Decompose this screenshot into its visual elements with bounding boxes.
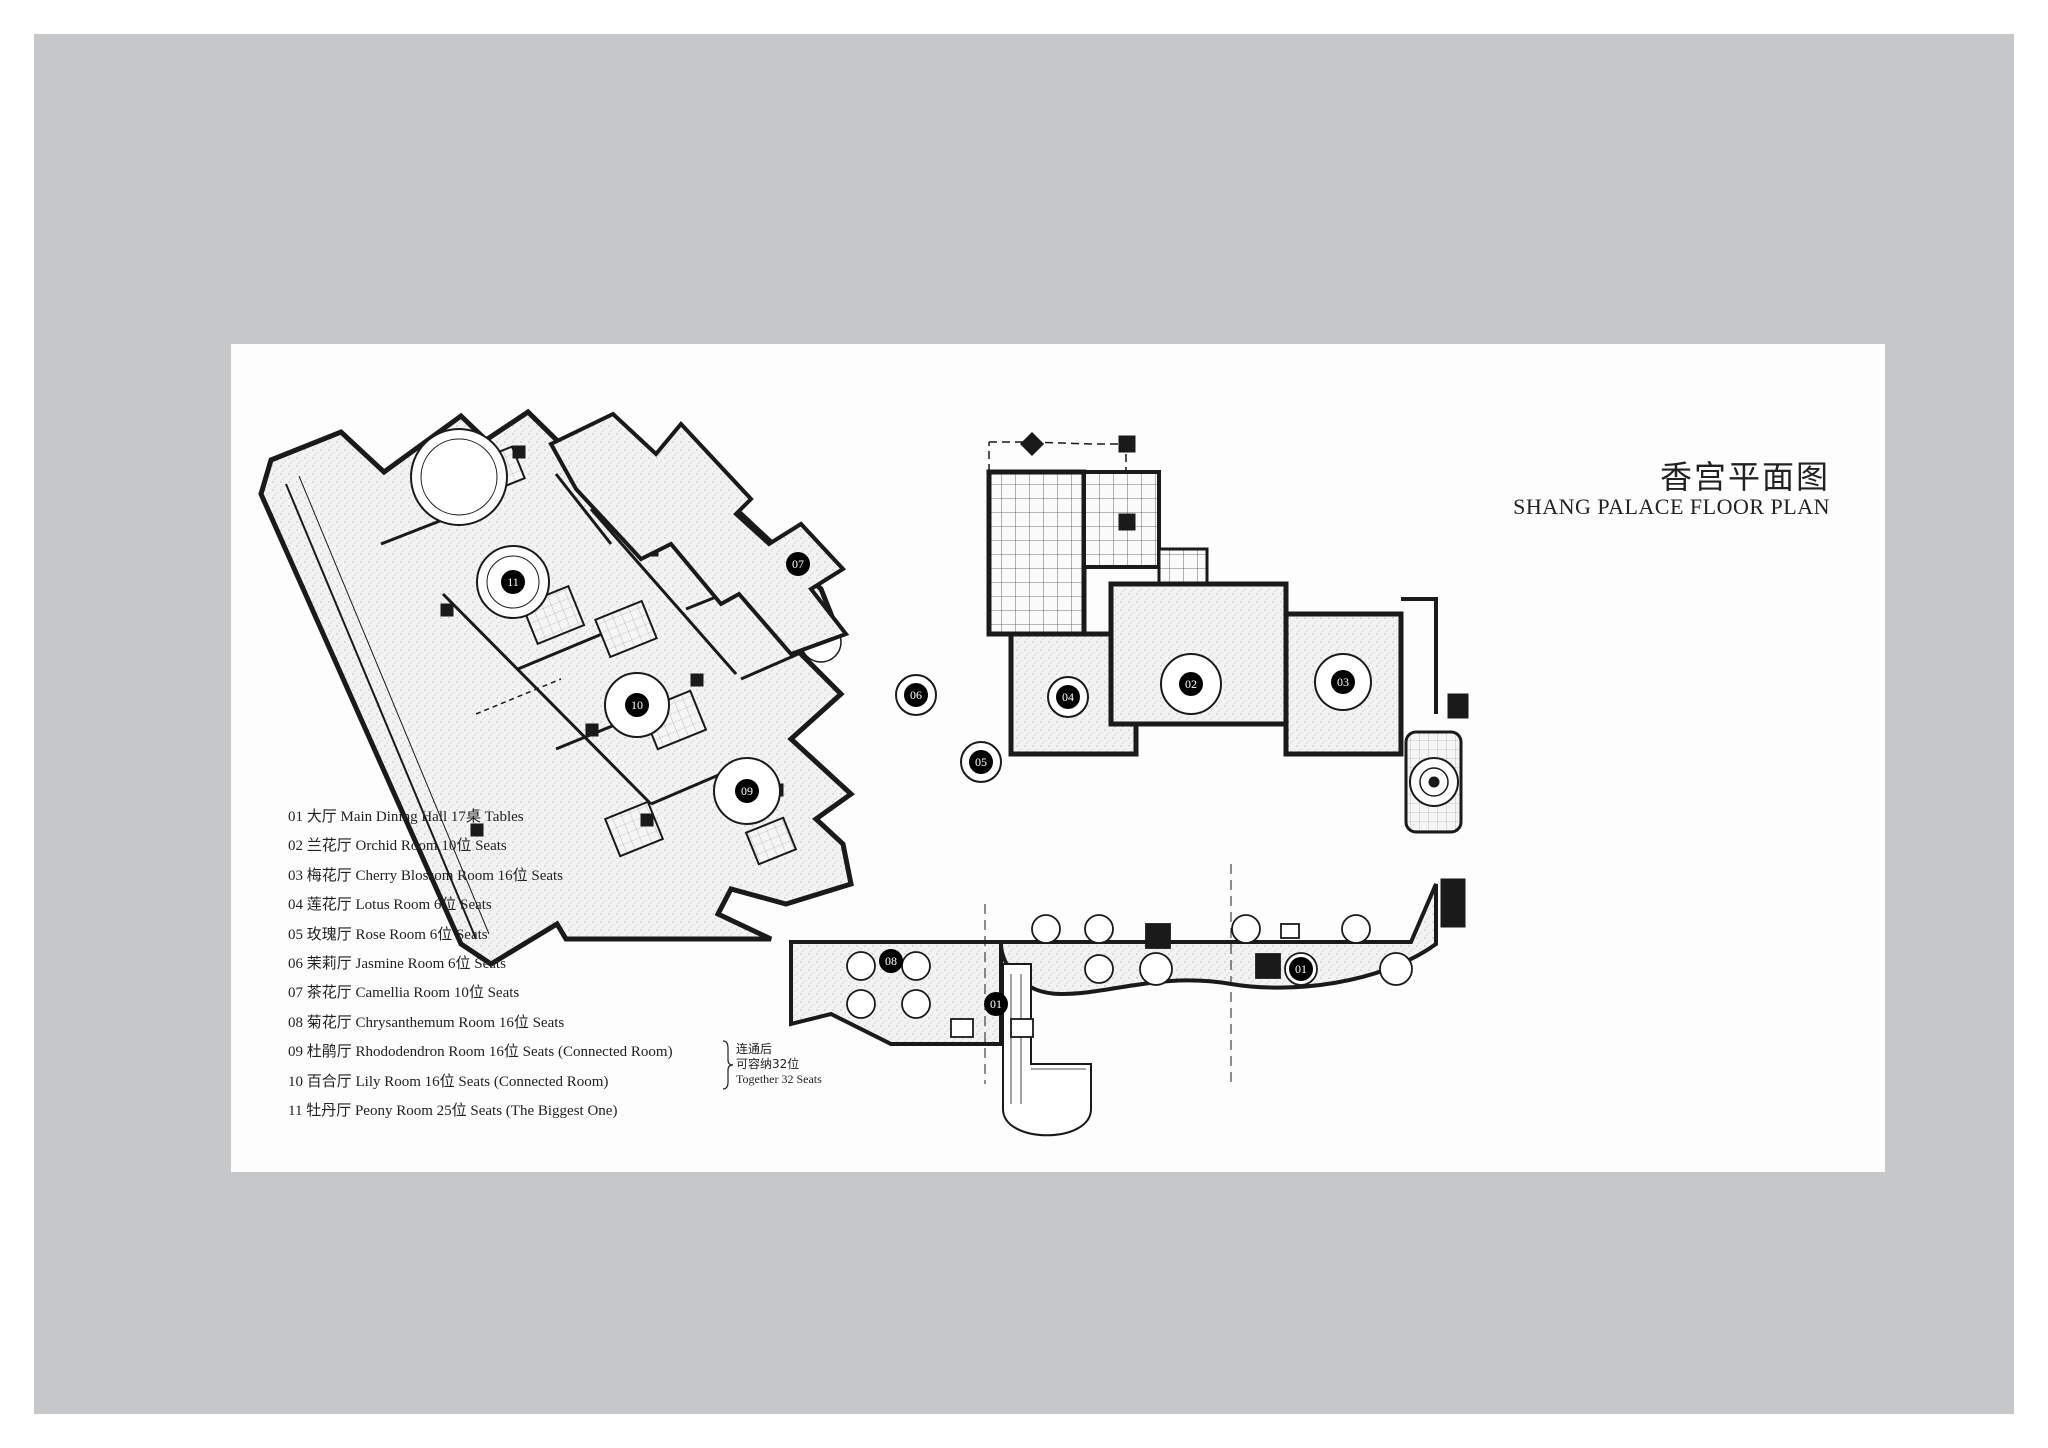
- floor-plan-sheet: 11 10 09 08 07 06 05 04 03 02 01 01 香宫平面图 SHANG PAL…: [231, 344, 1885, 1172]
- room-marker-disc: [904, 683, 928, 707]
- room-marker-10: 10: [625, 693, 649, 717]
- legend-item: 07 茶花厅 Camellia Room 10位 Seats: [288, 983, 520, 1002]
- connected-note-line2: 可容纳32位: [736, 1057, 800, 1071]
- connected-note-line1: 连通后: [736, 1042, 773, 1056]
- gray-frame: 11 10 09 08 07 06 05 04 03 02 01 01 香宫平面图 SHANG PAL…: [34, 34, 2014, 1414]
- room-markers: 11 10 09 08 07 06 05 04 03 02 01 01: [501, 552, 1355, 1016]
- room-legend: 01 大厅 Main Dining Hall 17桌 Tables 02 兰花厅…: [288, 802, 673, 1125]
- room-marker-disc: [625, 693, 649, 717]
- room-marker-disc: [984, 992, 1008, 1016]
- room-marker-disc: [969, 750, 993, 774]
- room-marker-disc: [1179, 672, 1203, 696]
- room-marker-disc: [501, 570, 525, 594]
- legend-item: 05 玫瑰厅 Rose Room 6位 Seats: [288, 924, 488, 943]
- legend-item: 08 菊花厅 Chrysanthemum Room 16位 Seats: [288, 1012, 565, 1031]
- north-rooms: [1008, 581, 1469, 928]
- room-marker-label: 09: [741, 784, 753, 798]
- room-marker-03: 03: [1331, 670, 1355, 694]
- room-marker-disc: [1056, 685, 1080, 709]
- legend-item: 02 兰花厅 Orchid Room 10位 Seats: [288, 836, 507, 855]
- legend-item: 03 梅花厅 Cherry Blossom Room 16位 Seats: [288, 865, 564, 884]
- room-marker-02: 02: [1179, 672, 1203, 696]
- room-marker-label: 07: [792, 557, 804, 571]
- room-marker-disc: [786, 552, 810, 576]
- room-marker-01: 01: [984, 992, 1008, 1016]
- room-marker-05: 05: [969, 750, 993, 774]
- room-marker-label: 02: [1185, 677, 1197, 691]
- room-marker-disc: [1289, 957, 1313, 981]
- connected-rooms-brace: [722, 1040, 734, 1090]
- legend-item: 06 茉莉厅 Jasmine Room 6位 Seats: [288, 953, 506, 972]
- room-marker-label: 06: [910, 688, 922, 702]
- room-marker-label: 10: [631, 698, 643, 712]
- room-marker-label: 03: [1337, 675, 1349, 689]
- room-marker-label: 05: [975, 755, 987, 769]
- title-english: SHANG PALACE FLOOR PLAN: [1513, 494, 1830, 519]
- legend-item: 09 杜鹃厅 Rhododendron Room 16位 Seats (Conn…: [288, 1042, 673, 1061]
- room-marker-label: 08: [885, 954, 897, 968]
- room-marker-disc: [1331, 670, 1355, 694]
- room-marker-04: 04: [1056, 685, 1080, 709]
- connected-rooms-note: 连通后 可容纳32位 Together 32 Seats: [736, 1042, 822, 1087]
- room-marker-label: 04: [1062, 690, 1074, 704]
- legend-item: 10 百合厅 Lily Room 16位 Seats (Connected Ro…: [288, 1071, 609, 1090]
- room-marker-label: 11: [507, 575, 519, 589]
- legend-item: 01 大厅 Main Dining Hall 17桌 Tables: [288, 807, 524, 825]
- room-marker-08: 08: [879, 949, 903, 973]
- legend-item: 04 莲花厅 Lotus Room 6位 Seats: [288, 895, 492, 914]
- east-diagonal-rooms: [548, 411, 850, 657]
- room-marker-disc: [879, 949, 903, 973]
- floor-plan-drawing: [258, 408, 1469, 1137]
- room-marker-label: 01: [1295, 962, 1307, 976]
- room-marker-09: 09: [735, 779, 759, 803]
- title-chinese: 香宫平面图: [1659, 458, 1830, 496]
- room-marker-label: 01: [990, 997, 1002, 1011]
- room-marker-disc: [735, 779, 759, 803]
- room-marker-11: 11: [501, 570, 525, 594]
- connected-note-english: Together 32 Seats: [736, 1072, 822, 1086]
- room-marker-07: 07: [786, 552, 810, 576]
- room-marker-01: 01: [1289, 957, 1313, 981]
- room-marker-06: 06: [904, 683, 928, 707]
- legend-item: 11 牡丹厅 Peony Room 25位 Seats (The Biggest…: [288, 1100, 618, 1119]
